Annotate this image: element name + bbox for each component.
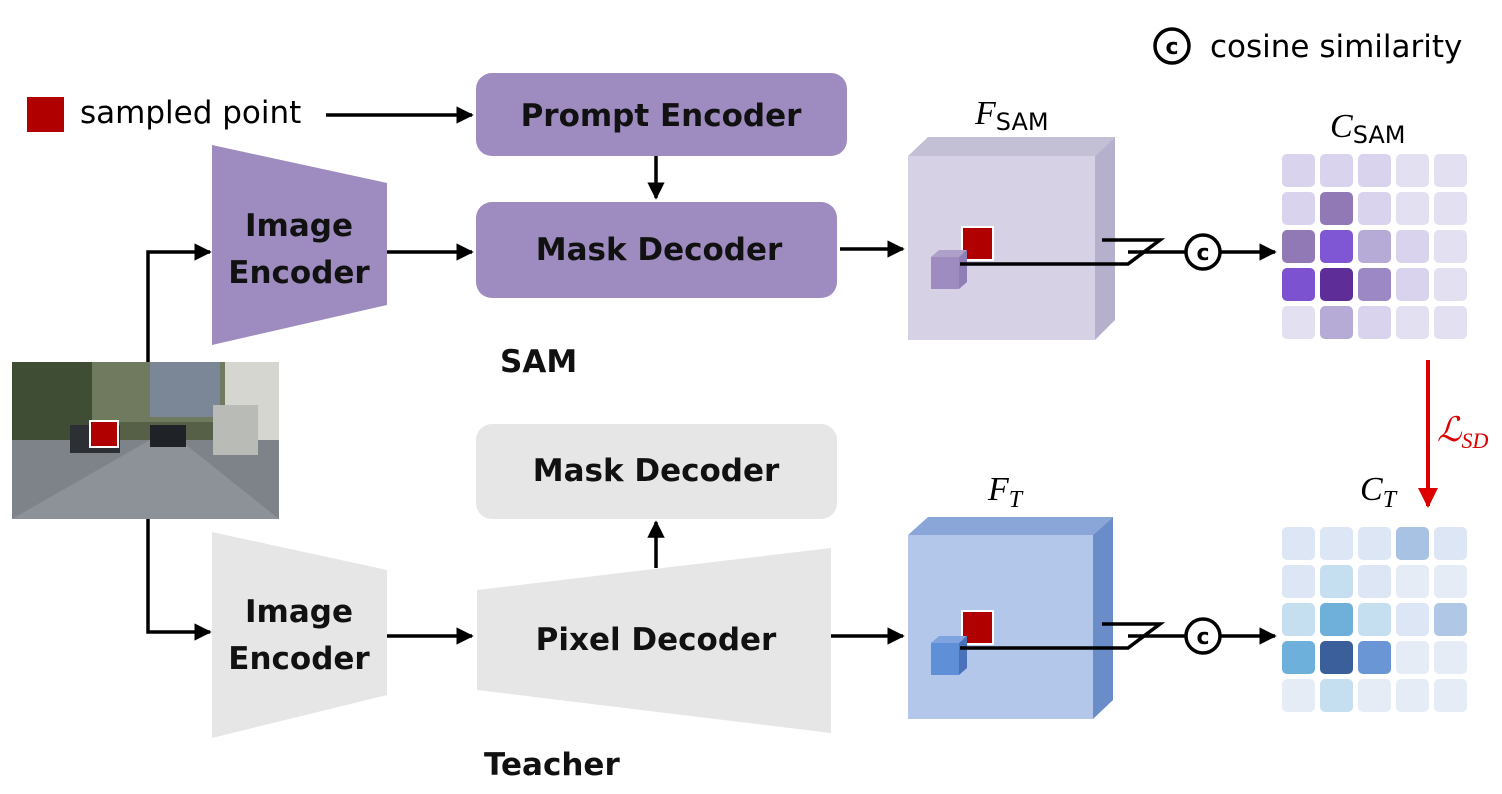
sam-image-encoder-label-line2: Encoder: [228, 255, 370, 291]
teacher-similarity-cell-r2-c0: [1282, 603, 1315, 636]
teacher-similarity-cell-r1-c3: [1396, 565, 1429, 598]
sam-similarity-cell-r0-c4: [1434, 154, 1467, 187]
sam-similarity-cell-r3-c0: [1282, 268, 1315, 301]
teacher-similarity-cell-r4-c1: [1320, 679, 1353, 712]
teacher-similarity-label: CT: [1360, 471, 1398, 513]
cosine-similarity-legend-label: cosine similarity: [1210, 29, 1462, 65]
teacher-cosine-icon: c: [1184, 617, 1222, 655]
teacher-similarity-cell-r0-c4: [1434, 527, 1467, 560]
sam-similarity-cell-r2-c2: [1358, 230, 1391, 263]
sampled-point-legend-swatch: [27, 97, 64, 132]
teacher-similarity-cell-r2-c1: [1320, 603, 1353, 636]
sam-feature-map-cube: [908, 137, 1115, 340]
teacher-similarity-cell-r3-c2: [1358, 641, 1391, 674]
sam-similarity-cell-r2-c4: [1434, 230, 1467, 263]
sam-similarity-cell-r1-c3: [1396, 192, 1429, 225]
sam-image-encoder: [212, 145, 387, 345]
sam-similarity-cell-r3-c2: [1358, 268, 1391, 301]
sam-similarity-cell-r2-c3: [1396, 230, 1429, 263]
teacher-similarity-grid: [1282, 527, 1467, 712]
sam-similarity-cell-r0-c0: [1282, 154, 1315, 187]
sam-mask-decoder-label: Mask Decoder: [536, 232, 783, 268]
distillation-loss-label: ℒSD: [1437, 412, 1489, 453]
teacher-similarity-cell-r0-c0: [1282, 527, 1315, 560]
teacher-sampled-feature-cube-icon: [931, 610, 994, 675]
sam-feature-label: FSAM: [974, 95, 1049, 136]
sam-similarity-cell-r0-c2: [1358, 154, 1391, 187]
teacher-similarity-cell-r3-c0: [1282, 641, 1315, 674]
sam-similarity-cell-r3-c3: [1396, 268, 1429, 301]
sam-similarity-cell-r4-c2: [1358, 306, 1391, 339]
prompt-encoder-block: [476, 73, 847, 156]
prompt-encoder-label: Prompt Encoder: [521, 98, 803, 134]
teacher-feature-map-cube: [908, 517, 1113, 719]
sam-similarity-cell-r3-c1: [1320, 268, 1353, 301]
teacher-similarity-cell-r2-c2: [1358, 603, 1391, 636]
sam-similarity-cell-r3-c4: [1434, 268, 1467, 301]
teacher-similarity-cell-r3-c4: [1434, 641, 1467, 674]
sam-cosine-icon: c: [1184, 233, 1222, 271]
sam-mask-decoder-block: [476, 202, 837, 298]
teacher-similarity-cell-r2-c4: [1434, 603, 1467, 636]
sam-branch-title: SAM: [500, 344, 577, 380]
teacher-similarity-cell-r4-c3: [1396, 679, 1429, 712]
sam-similarity-cell-r2-c0: [1282, 230, 1315, 263]
teacher-mask-decoder-block: [476, 424, 837, 519]
sam-similarity-cell-r2-c1: [1320, 230, 1353, 263]
pixel-decoder-label: Pixel Decoder: [536, 622, 777, 658]
sam-similarity-cell-r1-c4: [1434, 192, 1467, 225]
teacher-feature-label: FT: [987, 471, 1024, 513]
teacher-similarity-cell-r1-c1: [1320, 565, 1353, 598]
sam-similarity-grid: [1282, 154, 1467, 339]
teacher-branch-title: Teacher: [484, 747, 620, 783]
sam-similarity-cell-r4-c4: [1434, 306, 1467, 339]
sam-similarity-cell-r1-c0: [1282, 192, 1315, 225]
teacher-similarity-cell-r3-c3: [1396, 641, 1429, 674]
cosine-similarity-symbol-icon: c: [1153, 27, 1191, 65]
teacher-similarity-cell-r0-c1: [1320, 527, 1353, 560]
teacher-image-encoder-label-line1: Image: [245, 594, 353, 630]
teacher-similarity-cell-r4-c2: [1358, 679, 1391, 712]
sam-similarity-cell-r4-c0: [1282, 306, 1315, 339]
teacher-similarity-cell-r1-c0: [1282, 565, 1315, 598]
sam-similarity-cell-r4-c3: [1396, 306, 1429, 339]
svg-text:c: c: [1165, 35, 1178, 60]
teacher-similarity-cell-r4-c4: [1434, 679, 1467, 712]
sampled-point-legend-label: sampled point: [80, 95, 301, 131]
sam-similarity-cell-r1-c1: [1320, 192, 1353, 225]
teacher-similarity-cell-r0-c2: [1358, 527, 1391, 560]
teacher-similarity-cell-r2-c3: [1396, 603, 1429, 636]
teacher-image-encoder: [212, 532, 387, 738]
input-to-sam-encoder-arrow: [146, 243, 212, 362]
teacher-similarity-cell-r4-c0: [1282, 679, 1315, 712]
sam-similarity-cell-r4-c1: [1320, 306, 1353, 339]
sam-sampled-feature-cube-icon: [931, 226, 994, 289]
input-image: [12, 362, 279, 519]
sam-image-encoder-label-line1: Image: [245, 208, 353, 244]
svg-text:c: c: [1196, 625, 1209, 650]
sam-similarity-label: CSAM: [1330, 108, 1406, 149]
sam-similarity-cell-r0-c3: [1396, 154, 1429, 187]
teacher-similarity-cell-r3-c1: [1320, 641, 1353, 674]
teacher-similarity-cell-r1-c2: [1358, 565, 1391, 598]
teacher-mask-decoder-label: Mask Decoder: [533, 453, 780, 489]
pixel-decoder-block: [477, 548, 831, 733]
teacher-similarity-cell-r1-c4: [1434, 565, 1467, 598]
sampled-point-marker: [89, 420, 119, 448]
input-to-teacher-encoder-arrow: [146, 519, 212, 641]
sam-similarity-cell-r1-c2: [1358, 192, 1391, 225]
svg-text:c: c: [1196, 241, 1209, 266]
teacher-similarity-cell-r0-c3: [1396, 527, 1429, 560]
teacher-image-encoder-label-line2: Encoder: [228, 641, 370, 677]
sam-similarity-cell-r0-c1: [1320, 154, 1353, 187]
